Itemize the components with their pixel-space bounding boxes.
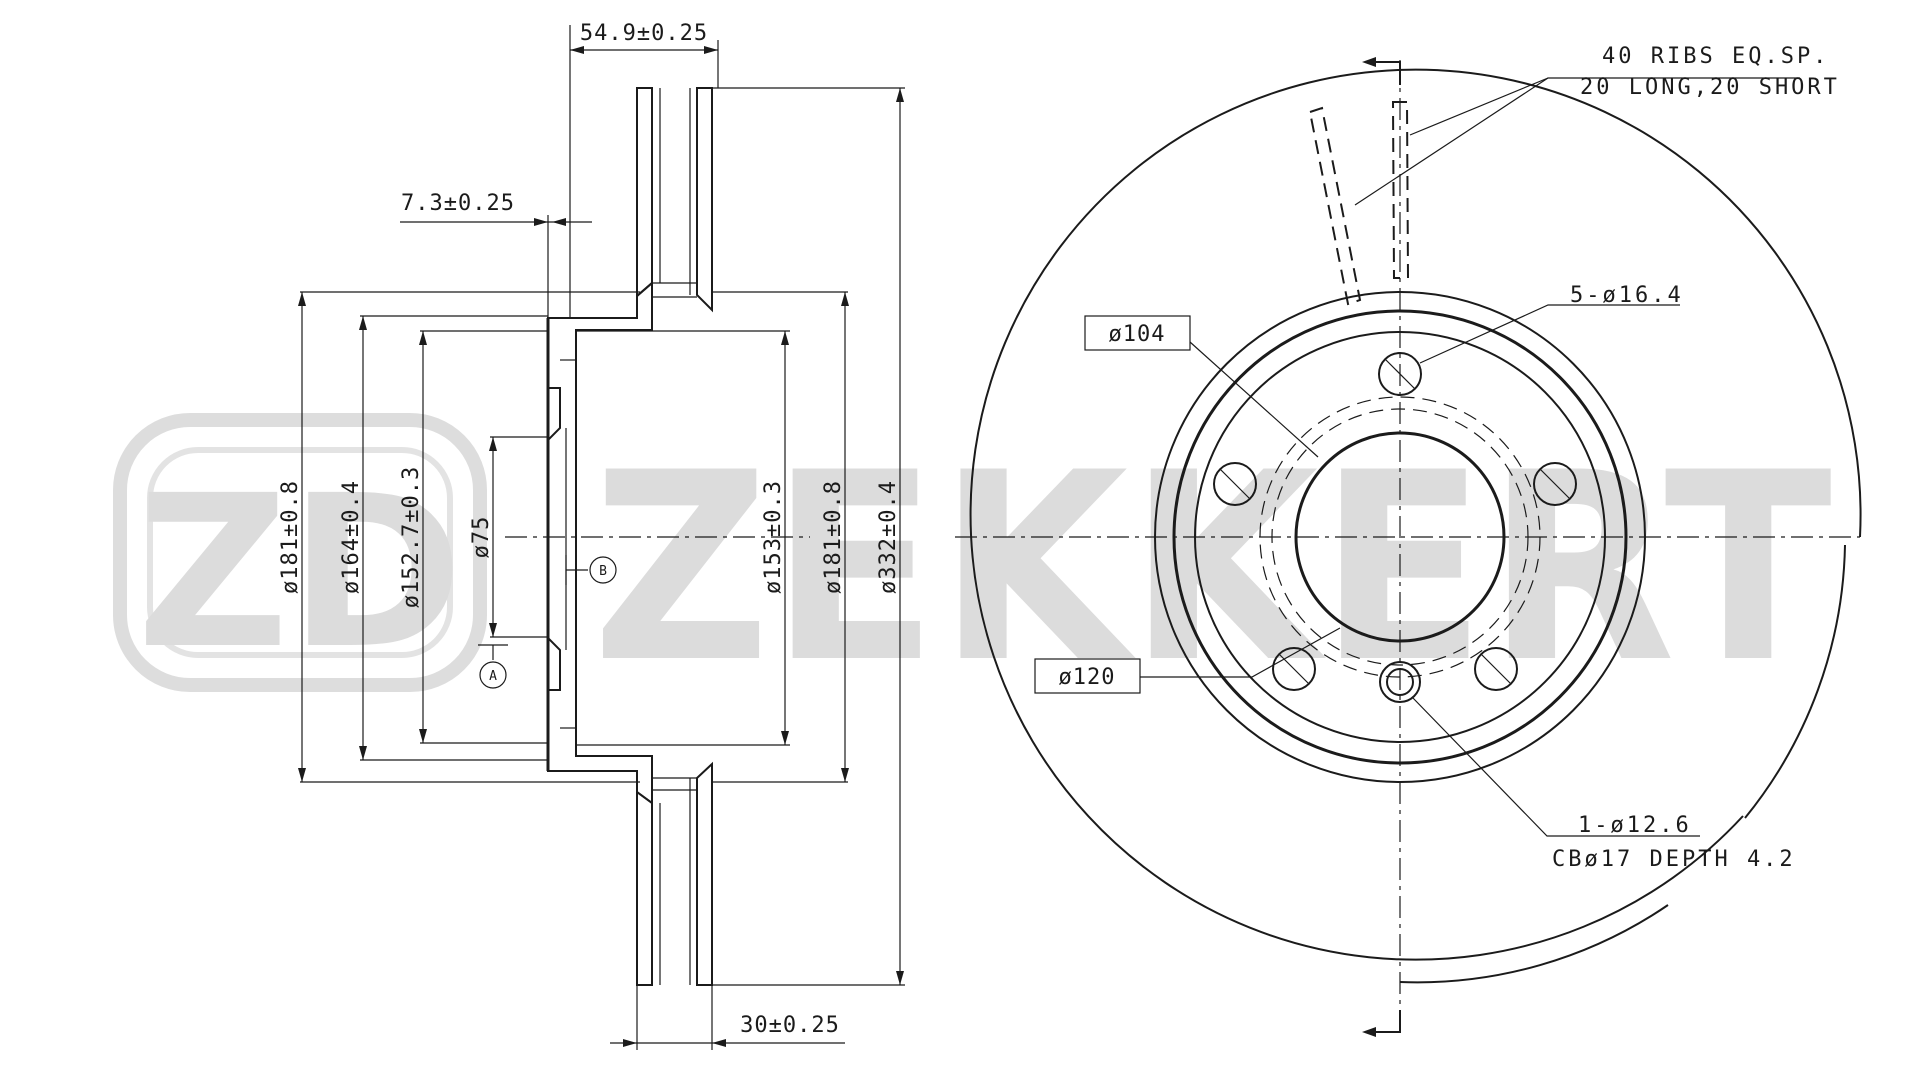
dimension-arrows	[298, 46, 904, 1047]
inner-plate-top	[696, 87, 713, 313]
pcd-120-label: ø120	[1059, 665, 1116, 690]
section-arrow-top	[1362, 57, 1376, 67]
pin-hole-counterbore	[1379, 661, 1421, 703]
disc-outer-edge-right	[1744, 544, 1846, 819]
leader-ribs-2	[1409, 77, 1549, 136]
ribs	[1308, 101, 1410, 306]
watermark-brand: ZEKKERT	[592, 418, 1833, 720]
hub-hat-section	[547, 280, 653, 805]
datum-b-marker: B	[565, 555, 617, 585]
rib-short	[1391, 101, 1410, 279]
leader-104	[1189, 341, 1319, 458]
bolt-hole-1	[1378, 352, 1422, 396]
bolt-circle-inner	[1271, 408, 1529, 666]
bolt-holes-label: 5-ø16.4	[1570, 283, 1684, 308]
dim-54-9: 54.9±0.25	[580, 21, 708, 46]
datum-b-label: B	[599, 564, 607, 579]
bolt-circle	[1259, 396, 1541, 678]
watermark-logo-frame	[113, 413, 487, 692]
watermark-logo-inner	[147, 447, 453, 658]
section-mark-bottom	[1365, 1010, 1401, 1033]
dim-75: ø75	[469, 516, 494, 559]
rib-long	[1308, 106, 1362, 306]
pin-hole-label: 1-ø12.6	[1578, 813, 1692, 838]
hat-ring-2	[1172, 309, 1628, 765]
dim-164: ø164±0.4	[339, 480, 364, 594]
outer-plate-top	[636, 87, 653, 299]
dim-332: ø332±0.4	[876, 480, 901, 594]
bolt-hole-2	[1533, 462, 1577, 506]
disc-outer-edge	[969, 68, 1862, 961]
hat-outer-ring	[1154, 291, 1646, 783]
section-arrow-bottom	[1362, 1027, 1376, 1037]
pcd-120-box	[1034, 658, 1141, 694]
ribs-note-line2: 20 LONG,20 SHORT	[1580, 75, 1840, 100]
dim-152-7: ø152.7±0.3	[399, 466, 424, 608]
bolt-hole-5	[1213, 462, 1257, 506]
counterbore-label: CBø17 DEPTH 4.2	[1552, 847, 1796, 872]
bolt-hole-3	[1474, 647, 1518, 691]
dim-181-left: ø181±0.8	[278, 480, 303, 594]
inner-plate-bottom	[696, 761, 713, 986]
watermark: ZD ZEKKERT	[113, 413, 1833, 720]
watermark-logo-mark: ZD	[137, 450, 464, 695]
outer-plate-bottom	[636, 790, 653, 986]
pcd-104-label: ø104	[1109, 322, 1166, 347]
hat-ring-3	[1194, 331, 1606, 743]
dim-30: 30±0.25	[740, 1013, 840, 1038]
datum-a-label: A	[489, 669, 497, 684]
pin-hole	[1386, 668, 1414, 696]
center-bore	[1294, 431, 1506, 643]
disc-outer-edge-lower	[1399, 904, 1669, 984]
dim-7-3: 7.3±0.25	[401, 191, 515, 216]
dim-181-right: ø181±0.8	[821, 480, 846, 594]
pcd-104-box	[1084, 315, 1191, 351]
section-view: ø181±0.8 ø164±0.4 ø152.7±0.3 ø75 ø153±0.…	[278, 21, 905, 1050]
bolt-hole-4	[1272, 647, 1316, 691]
leader-pin-hole	[1411, 696, 1700, 837]
dim-153: ø153±0.3	[761, 480, 786, 594]
leader-5-holes	[1419, 304, 1680, 364]
ribs-note-line1: 40 RIBS EQ.SP.	[1602, 44, 1829, 69]
leader-120	[1140, 627, 1341, 678]
section-mark-top	[1365, 61, 1401, 85]
bolt-holes	[1213, 352, 1577, 691]
datum-a-marker: A	[478, 644, 508, 689]
front-view: ø104 ø120 40 RIBS EQ.SP. 20 LONG,20 SHOR…	[955, 44, 1862, 1037]
